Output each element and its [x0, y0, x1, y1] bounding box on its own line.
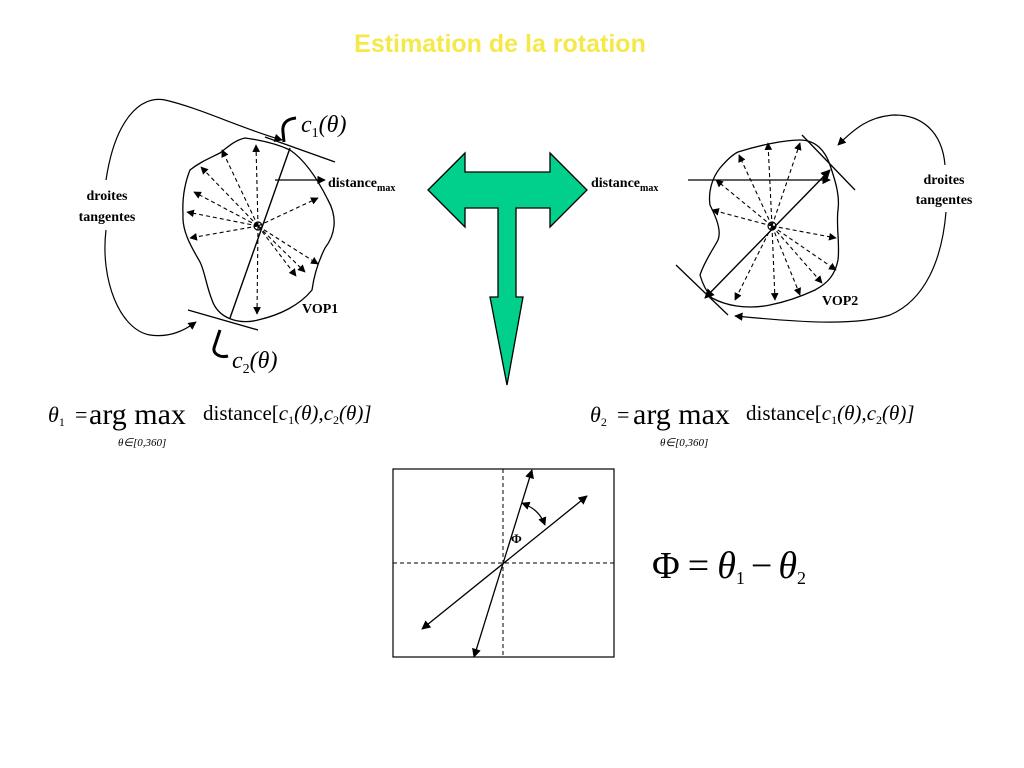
c1-arg: (θ) [319, 112, 347, 138]
left-vop-diagram [104, 98, 336, 358]
formula-left-theta-sub: 1 [59, 415, 65, 429]
final-eq: = [688, 545, 709, 587]
formula-left-lhs: θ1 [48, 402, 65, 429]
formula-right-lhs: θ2 [590, 402, 607, 429]
formula-right-c1-sub: 1 [831, 413, 837, 427]
formula-left-subscript: θ∈[0,360] [118, 437, 166, 449]
right-tangent-label-line2: tangentes [916, 193, 973, 208]
c2-arg: (θ) [250, 348, 278, 374]
c2-letter: c [232, 348, 243, 374]
left-tangent-label-line2: tangentes [79, 210, 136, 225]
right-vop-diagram [675, 114, 947, 323]
rotation-phi-label: Φ [511, 531, 522, 546]
final-theta2: θ [778, 545, 797, 587]
formula-right-body: distance[c1(θ),c2(θ)] [746, 401, 915, 427]
right-tangent-top [801, 134, 856, 191]
formula-right-theta: θ [590, 402, 601, 427]
right-tangent-label-line1: droites [924, 173, 966, 188]
left-distance-text: distance [328, 176, 377, 191]
formula-right-c2-arg: (θ)] [882, 401, 914, 425]
c1-letter: c [301, 112, 312, 138]
right-distance-sub: max [640, 183, 658, 194]
final-minus: − [751, 545, 772, 587]
right-vop-label: VOP2 [822, 294, 858, 309]
right-tangent-bottom [675, 264, 729, 316]
formula-right-subscript: θ∈[0,360] [660, 437, 708, 449]
formula-left-body: distance[c1(θ),c2(θ)] [203, 401, 372, 427]
formula-right-c1-arg: (θ), [837, 401, 867, 425]
slide-title: Estimation de la rotation [354, 30, 646, 58]
formula-left-c2: c [324, 401, 334, 425]
left-distance-label: distancemax [328, 176, 395, 194]
formula-left-c2-arg: (θ)] [339, 401, 371, 425]
c1-label: c1(θ) [301, 112, 346, 141]
formula-right: θ2 = arg max θ∈[0,360] distance[c1(θ),c2… [590, 398, 915, 449]
formula-left: θ1 = arg max θ∈[0,360] distance[c1(θ),c2… [48, 398, 372, 449]
c2-bracket [212, 329, 229, 358]
c2-sub: 2 [243, 362, 250, 377]
right-radial-arrows [711, 142, 837, 301]
formula-right-distance: distance[ [746, 401, 822, 425]
left-radial-arrows [186, 144, 319, 315]
formula-right-c2-sub: 2 [876, 413, 882, 427]
left-tangent-label-line1: droites [87, 189, 129, 204]
formula-right-eq: = [617, 402, 629, 427]
c2-label: c2(θ) [232, 348, 277, 377]
formula-left-c1-sub: 1 [288, 413, 294, 427]
center-tri-arrow [427, 151, 588, 386]
left-distance-sub: max [377, 183, 395, 194]
left-max-diameter [229, 147, 291, 319]
c1-bracket [281, 116, 297, 143]
formula-left-c2-sub: 2 [333, 413, 339, 427]
final-theta2-sub: 2 [797, 568, 806, 588]
formula-left-eq: = [75, 402, 87, 427]
formula-right-c1: c [822, 401, 832, 425]
left-vop-blob [182, 137, 335, 323]
final-phi: Φ [652, 545, 680, 587]
rotation-box-line2 [421, 495, 588, 630]
formula-right-theta-sub: 2 [601, 415, 607, 429]
formula-left-op: arg max [89, 398, 186, 431]
left-tangent-bottom [187, 309, 259, 331]
final-theta1-sub: 1 [736, 568, 745, 588]
formula-left-theta: θ [48, 402, 59, 427]
rotation-box [392, 468, 615, 658]
right-max-diameter [704, 169, 831, 299]
final-formula: Φ=θ1−θ2 [652, 545, 806, 588]
left-tangent-pointer-top [105, 98, 283, 181]
final-theta1: θ [717, 545, 736, 587]
left-tangent-pointer-bottom [104, 229, 197, 337]
right-distance-label: distancemax [591, 176, 658, 194]
rotation-angle-arc [521, 501, 547, 526]
formula-left-distance: distance[ [203, 401, 279, 425]
right-tangent-pointer-top [837, 114, 946, 166]
right-tangent-pointer-bottom [734, 211, 947, 323]
formula-left-c1: c [279, 401, 289, 425]
formula-right-op: arg max [633, 398, 730, 431]
c1-sub: 1 [312, 126, 319, 141]
formula-left-c1-arg: (θ), [294, 401, 324, 425]
right-distance-text: distance [591, 176, 640, 191]
left-vop-label: VOP1 [302, 302, 338, 317]
formula-right-c2: c [867, 401, 877, 425]
